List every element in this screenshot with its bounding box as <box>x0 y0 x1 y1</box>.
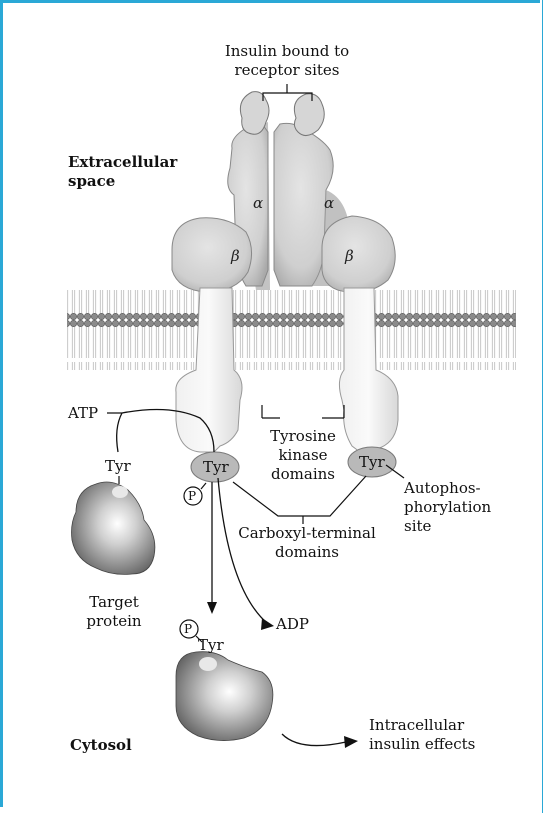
tyr-label-target-bottom: Tyr <box>198 636 224 655</box>
phosphate-label-receptor: P <box>188 487 196 506</box>
target-protein-label: Target protein <box>74 593 154 631</box>
phosphate-label-target: P <box>184 620 192 639</box>
tyr-label-left: Tyr <box>203 458 229 477</box>
effects-arrow <box>282 734 346 746</box>
target-protein-phosphorylated <box>176 652 273 741</box>
cell-membrane <box>67 290 516 370</box>
alpha-label-left: α <box>253 194 263 212</box>
beta-label-left: β <box>231 247 240 265</box>
binding-site-right <box>294 94 324 136</box>
target-protein-unphosphorylated <box>72 482 155 574</box>
extracellular-label: Extracellular space <box>68 153 177 191</box>
alpha-label-right: α <box>324 194 334 212</box>
beta-knob-right <box>322 216 395 292</box>
carboxyl-terminal-label: Carboxyl-terminal domains <box>222 524 392 562</box>
atp-label: ATP <box>68 404 98 423</box>
tyrosine-kinase-label: Tyrosine kinase domains <box>258 427 348 484</box>
tyr-label-right: Tyr <box>359 453 385 472</box>
adp-label: ADP <box>276 615 309 634</box>
cytosol-label: Cytosol <box>70 736 132 755</box>
beta-label-right: β <box>345 247 354 265</box>
intracellular-effects-label: Intracellular insulin effects <box>369 716 475 754</box>
insulin-bound-label: Insulin bound to receptor sites <box>212 42 362 80</box>
tyr-label-target-top: Tyr <box>105 457 131 476</box>
autophosphorylation-label: Autophos- phorylation site <box>404 479 491 536</box>
